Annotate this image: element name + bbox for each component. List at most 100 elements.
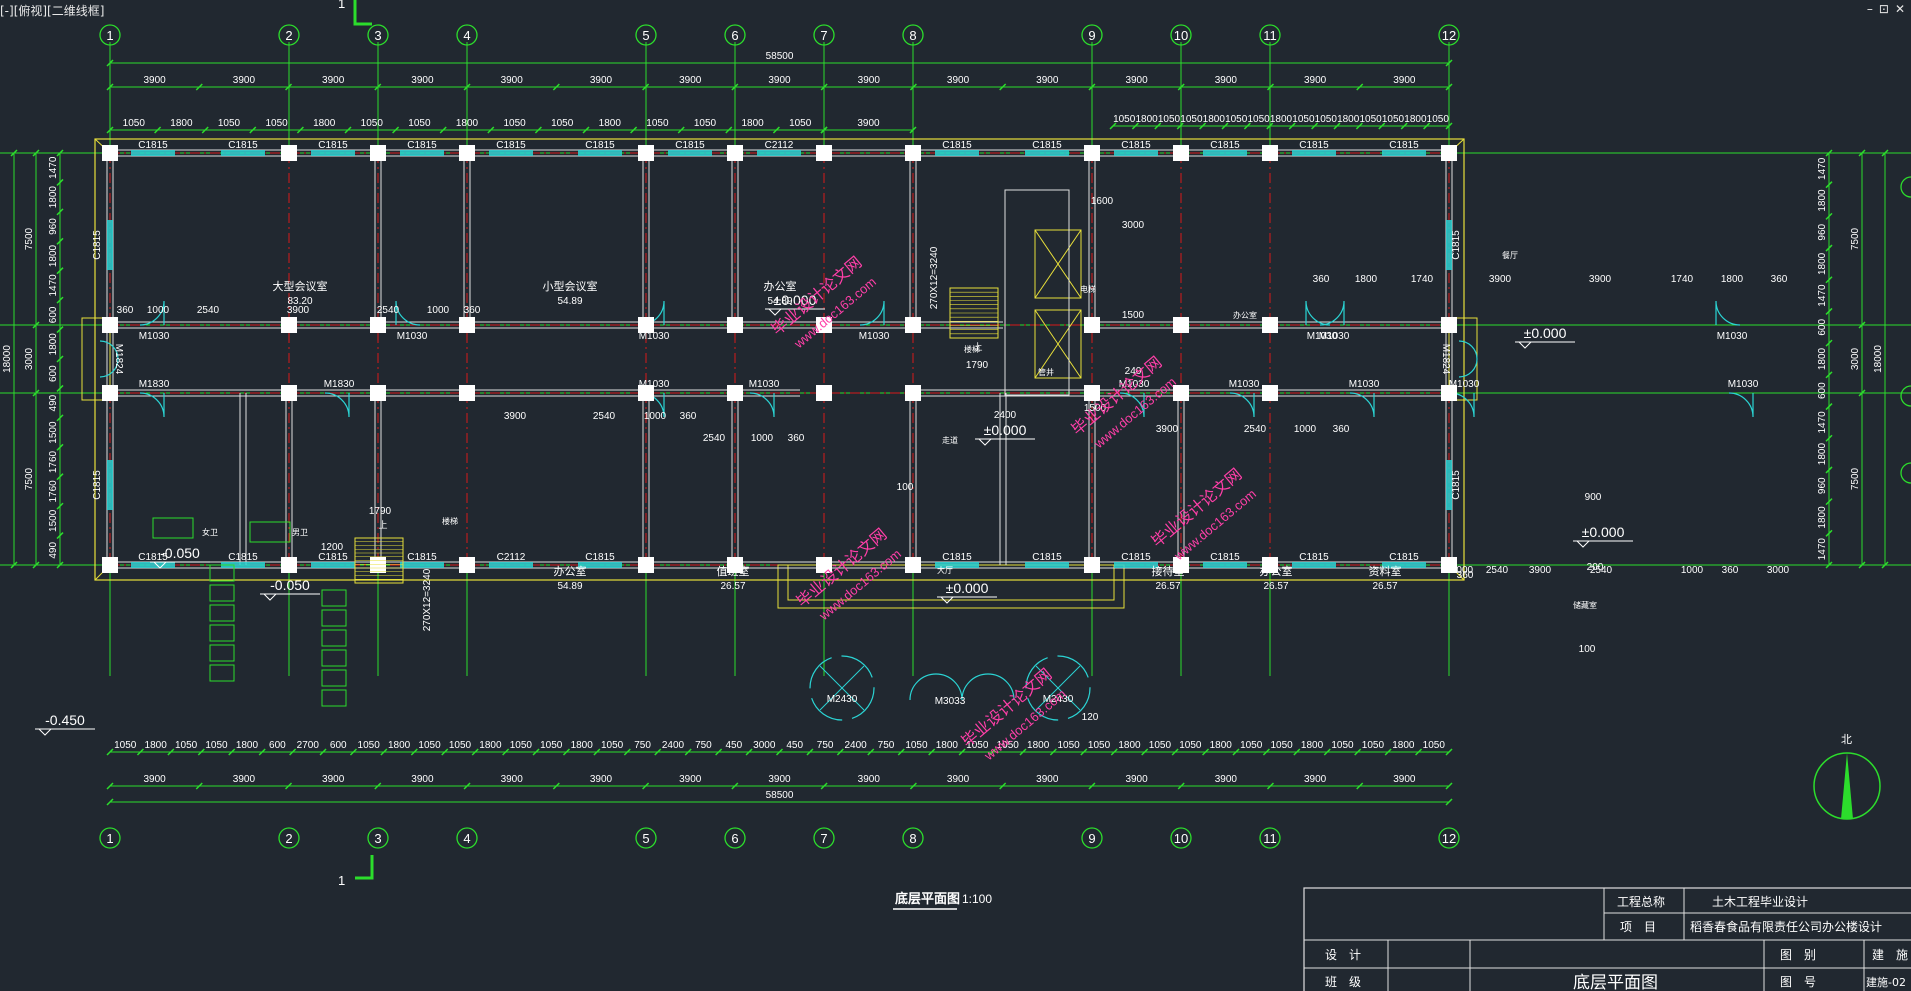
dim-left-overall-text: 18000: [2, 345, 13, 373]
dim-detail-top-left-tick: [487, 126, 495, 134]
axis-bubble-12[interactable]: 12: [1438, 827, 1460, 849]
axis-bubble-label: 1: [106, 831, 113, 846]
axis-bubble-9[interactable]: 9: [1081, 827, 1103, 849]
axis-bubble-circle: [635, 827, 657, 849]
stair-spec-2: 270X12=3240: [422, 568, 433, 631]
dim-left-totals-tick: [32, 149, 40, 157]
dim-detail-bottom-text: 1050: [1088, 740, 1111, 751]
axis-bubble-5[interactable]: 5: [635, 24, 657, 46]
axis-bubble-label: 5: [642, 28, 649, 43]
dim-left-detail-text: 490: [48, 542, 59, 559]
walls: [81, 138, 1478, 609]
misc-dim-text: 1500: [1084, 403, 1107, 414]
axis-bubble-12[interactable]: 12: [1438, 24, 1460, 46]
dim-detail-top-right-tick: [1131, 122, 1139, 130]
axis-bubble-11[interactable]: 11: [1259, 827, 1281, 849]
axis-bubble-circle: [99, 24, 121, 46]
dim-detail-bottom-text: 1050: [418, 740, 441, 751]
dim-detail-bottom-text: 750: [695, 740, 712, 751]
dim-bay-top-tick: [195, 83, 203, 91]
axis-bubble-8[interactable]: 8: [902, 827, 924, 849]
dim-right-detail-tick: [1825, 276, 1833, 284]
axis-bubble-circle: [456, 827, 478, 849]
door-label: M1030: [1229, 379, 1260, 390]
dim-detail-top-right-text: 1800: [1135, 114, 1158, 125]
window-mark: [668, 150, 712, 156]
axis-bubble-7[interactable]: 7: [813, 24, 835, 46]
dim-bay-bottom-tick: [374, 782, 382, 790]
dim-detail-bottom-tick: [349, 748, 357, 756]
axis-bubble-1[interactable]: 1: [99, 24, 121, 46]
dim-bay-top-tick: [909, 83, 917, 91]
minimize-icon[interactable]: –: [1866, 2, 1873, 16]
dim-detail-bottom-tick: [410, 748, 418, 756]
dim-bay-bottom-tick: [195, 782, 203, 790]
window-mark: [131, 562, 175, 568]
stair-dim: 1790: [966, 360, 989, 371]
close-icon[interactable]: ✕: [1894, 2, 1905, 16]
axis-bubble-5[interactable]: 5: [635, 827, 657, 849]
axis-bubble-7[interactable]: 7: [813, 827, 835, 849]
dim-left-totals-tick: [32, 321, 40, 329]
axis-bubble-3[interactable]: 3: [367, 827, 389, 849]
axis-bubble-4[interactable]: 4: [456, 827, 478, 849]
misc-dim-text: 1800: [1355, 274, 1378, 285]
door-label: M1030: [1119, 379, 1150, 390]
misc-dim-text: 1000: [1681, 565, 1704, 576]
axis-bubble-6[interactable]: 6: [724, 827, 746, 849]
dim-bay-top-tick: [731, 83, 739, 91]
axis-bubble-9[interactable]: 9: [1081, 24, 1103, 46]
door-swing: [859, 300, 885, 326]
dim-right-detail-tick: [1825, 212, 1833, 220]
misc-dim-text: 1800: [1721, 274, 1744, 285]
column: [1441, 385, 1457, 401]
axis-bubble-8[interactable]: 8: [902, 24, 924, 46]
elevator-car: [1034, 229, 1082, 299]
window-label: C1815: [1389, 552, 1419, 563]
window-mark: [1114, 562, 1158, 568]
room-name: 值班室: [717, 564, 750, 578]
axis-bubble-1[interactable]: 1: [99, 827, 121, 849]
dim-detail-top-right-text: 1050: [1315, 114, 1338, 125]
column: [1441, 317, 1457, 333]
axis-bubble-6[interactable]: 6: [724, 24, 746, 46]
dim-bay-top-tick: [820, 83, 828, 91]
maximize-icon[interactable]: ⊡: [1878, 2, 1889, 16]
axis-bubble-4[interactable]: 4: [456, 24, 478, 46]
axis-bubble-circle: [1170, 827, 1192, 849]
dim-detail-top-left-text: 1800: [313, 118, 336, 129]
axis-bubble-label: 4: [463, 831, 470, 846]
dim-detail-bottom-tick: [106, 748, 114, 756]
column: [1262, 385, 1278, 401]
dim-detail-bottom-tick: [167, 748, 175, 756]
dim-bay-top-tick: [106, 83, 114, 91]
elevation-text: ±0.000: [984, 422, 1027, 438]
axis-bubble-3[interactable]: 3: [367, 24, 389, 46]
column: [102, 557, 118, 573]
dim-detail-bottom-text: 1050: [114, 740, 137, 751]
axis-bubble-2[interactable]: 2: [278, 827, 300, 849]
revolving-door: [809, 655, 875, 721]
axis-bubble-10[interactable]: 10: [1170, 24, 1192, 46]
window-label: C1815: [585, 140, 615, 151]
window-label: C1815: [1121, 552, 1151, 563]
dim-right-detail-tick: [1825, 434, 1833, 442]
dim-detail-top-left-text: 1050: [551, 118, 574, 129]
dim-left-detail-tick: [56, 149, 64, 157]
viewport-label[interactable]: [-][俯视][二维线框]: [0, 4, 105, 18]
dim-bay-bottom-tick: [285, 782, 293, 790]
window-label: C1815: [1032, 140, 1062, 151]
dim-right-totals-tick: [1858, 149, 1866, 157]
axis-bubble-11[interactable]: 11: [1259, 24, 1281, 46]
door-label: M1030: [1449, 379, 1480, 390]
axis-bubble-10[interactable]: 10: [1170, 827, 1192, 849]
axis-bubble-2[interactable]: 2: [278, 24, 300, 46]
revolving-door-leaf: [1035, 665, 1081, 711]
dim-detail-top-left-text: 1050: [694, 118, 717, 129]
dim-detail-bottom-tick: [1080, 748, 1088, 756]
dim-detail-bottom-text: 1050: [905, 740, 928, 751]
dim-bay-top-text: 3900: [858, 75, 881, 86]
dim-detail-bottom-tick: [958, 748, 966, 756]
